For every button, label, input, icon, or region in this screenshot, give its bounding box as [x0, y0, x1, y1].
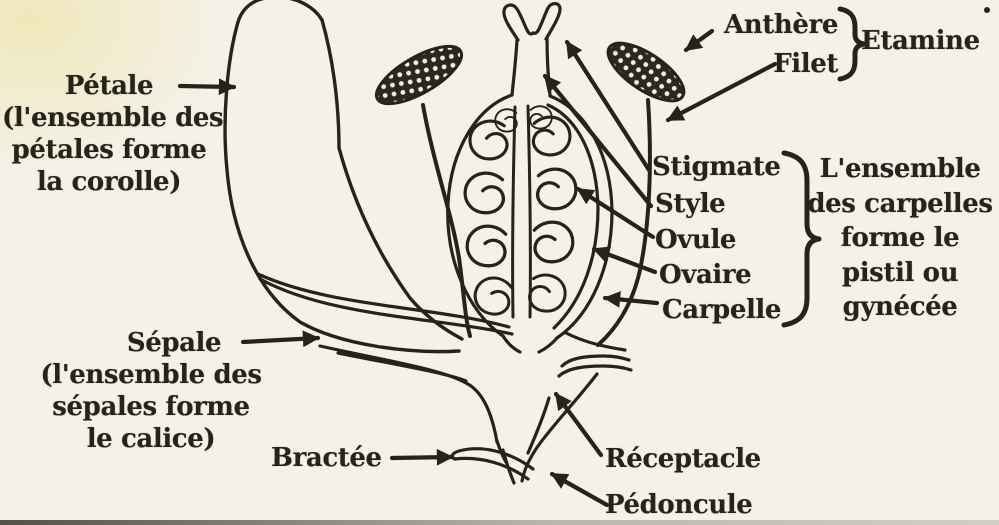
filet-arrow — [665, 61, 778, 123]
petale-note-line: (l'ensemble des — [2, 103, 224, 133]
placenta-column-right — [526, 104, 532, 319]
paper-speck — [984, 7, 990, 13]
label-stigmate: Stigmate — [652, 152, 781, 182]
ovule-shape — [463, 171, 506, 215]
ovule-shape — [535, 167, 578, 211]
sepale-note-line: (l'ensemble des — [40, 360, 262, 390]
ovules-drawing — [463, 105, 578, 319]
label-stamen-group: Anthère Filet — [690, 6, 838, 84]
label-petale: Pétale (l'ensemble des pétales forme la … — [2, 70, 224, 198]
petal-top-loop — [236, 0, 324, 24]
ovule-shape — [531, 115, 572, 157]
receptacle-arrow — [553, 391, 604, 458]
stem-right-outline — [520, 372, 599, 483]
anthere-arrow — [683, 28, 715, 53]
ovary-right-wall — [548, 94, 614, 340]
stigma-right-lobe — [531, 2, 562, 41]
stamen-left-drawing — [374, 44, 472, 338]
ovule-arrow — [575, 186, 656, 240]
label-filet: Filet — [773, 49, 838, 79]
right-sepal-line1 — [560, 354, 631, 368]
petale-arrow — [177, 78, 237, 96]
ovary-base-right — [537, 336, 559, 354]
label-etamine: Etamine — [861, 26, 980, 56]
label-carpelle: Carpelle — [662, 295, 782, 325]
right-sepal-flick — [564, 331, 627, 352]
label-pistil-note: L'ensemble des carpelles forme le pistil… — [805, 152, 995, 325]
pedoncule-arrow — [549, 471, 610, 508]
carpelle-arrow — [602, 291, 660, 308]
bractee-arrow — [389, 448, 455, 466]
sepal-upper-edge — [256, 272, 511, 329]
ovary-base-left — [501, 334, 522, 354]
page-edge-shadow — [0, 520, 999, 525]
pistil-drawing — [446, 2, 614, 354]
stem-drawing — [450, 372, 599, 485]
petal-right-edge — [320, 18, 464, 341]
ovary-left-wall — [446, 93, 514, 338]
filament-left — [421, 103, 472, 338]
brackets — [781, 6, 867, 328]
pistil-note-line: des carpelles — [807, 188, 993, 219]
stigmate-arrow — [564, 39, 652, 173]
pistil-note-line: forme le — [840, 223, 960, 253]
sepale-note-line: sépales forme — [52, 392, 250, 422]
label-anthere: Anthère — [724, 10, 838, 40]
placenta-column-left — [511, 105, 517, 319]
lower-sepal-line — [318, 344, 499, 444]
style-left-line — [510, 38, 519, 97]
label-style: Style — [655, 189, 726, 219]
anther-right — [606, 41, 686, 103]
label-arrows — [177, 28, 778, 508]
sepal-drawing — [256, 272, 633, 444]
sepale-arrow — [240, 330, 321, 348]
petale-note-line: la corolle) — [36, 167, 182, 197]
label-pedoncule: Pédoncule — [605, 490, 753, 520]
pistil-note-line: L'ensemble — [819, 154, 981, 184]
label-ovaire: Ovaire — [659, 260, 752, 290]
label-bractee: Bractée — [271, 443, 382, 473]
label-ovule: Ovule — [655, 225, 737, 255]
ovule-shape — [526, 271, 570, 316]
anther-left — [374, 44, 464, 106]
sepale-note-line: le calice) — [86, 424, 216, 454]
sepale-title: Sépale — [126, 328, 222, 358]
stigma-left-lobe — [502, 3, 535, 42]
sepal-lower-edge — [258, 277, 514, 336]
ovule-shape — [531, 218, 577, 265]
ovaire-arrow — [591, 246, 658, 275]
lower-sepal-twin — [336, 351, 468, 383]
etamine-bracket — [837, 6, 867, 82]
receptacle-inner-line — [526, 396, 551, 455]
petale-title: Pétale — [64, 71, 154, 101]
pistil-bracket — [781, 150, 822, 328]
bract-lower-edge — [453, 456, 530, 481]
stamen-right-drawing — [596, 41, 686, 347]
pistil-note-line: gynécée — [842, 292, 958, 322]
carpel-inner-wall — [546, 103, 600, 330]
label-receptacle: Réceptacle — [605, 444, 761, 474]
pistil-note-line: pistil ou — [841, 257, 959, 288]
petale-note-line: pétales forme — [11, 135, 207, 165]
right-sepal-line2 — [557, 364, 633, 378]
style-right-line — [545, 36, 552, 97]
style-arrow — [542, 73, 654, 209]
label-sepale: Sépale (l'ensemble des sépales forme le … — [40, 327, 262, 455]
filament-right — [596, 98, 652, 347]
peduncle-left-line — [501, 448, 516, 485]
ovule-shape — [463, 222, 509, 269]
